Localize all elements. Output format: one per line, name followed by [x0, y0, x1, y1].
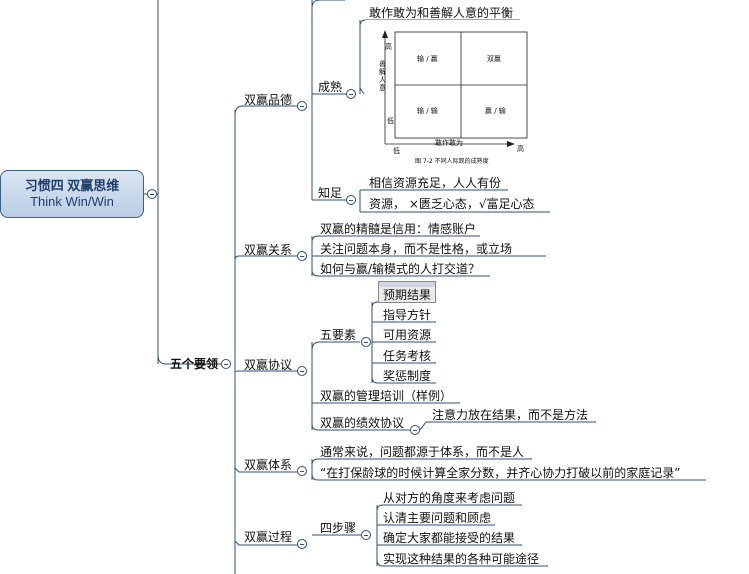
topic-deal-with-win-lose[interactable]: 如何与赢/输模式的人打交道？	[320, 262, 481, 276]
collapse-toggle-process[interactable]	[297, 539, 307, 549]
topic-maturity-balance[interactable]: 敢作敢为和善解人意的平衡	[369, 6, 514, 20]
step-other-perspective[interactable]: 从对方的角度来考虑问题	[383, 491, 516, 505]
step-possible-options[interactable]: 实现这种结果的各种可能途径	[383, 552, 540, 566]
quadrant-lose-win: 输 / 赢	[417, 55, 438, 63]
topic-problems-from-system[interactable]: 通常来说，问题都源于体系，而不是人	[320, 445, 525, 459]
element-consequences[interactable]: 奖惩制度	[383, 369, 432, 383]
topic-win-win-relationship[interactable]: 双赢关系	[244, 243, 293, 257]
topic-win-win-system[interactable]: 双赢体系	[244, 458, 293, 472]
topic-four-steps[interactable]: 四步骤	[320, 521, 357, 535]
step-identify-issues[interactable]: 认清主要问题和顾虑	[383, 511, 492, 525]
collapse-toggle-wisdom[interactable]	[346, 195, 356, 205]
element-desired-results[interactable]: 预期结果	[383, 288, 432, 302]
element-accountability[interactable]: 任务考核	[383, 349, 432, 363]
topic-five-elements[interactable]: 五要素	[320, 328, 357, 342]
quadrant-lose-lose: 输 / 输	[417, 107, 438, 115]
element-guidelines[interactable]: 指导方针	[383, 308, 432, 322]
topic-wisdom[interactable]: 知足	[318, 186, 343, 200]
topic-maturity[interactable]: 成熟	[318, 80, 343, 94]
topic-management-training[interactable]: 双赢的管理培训（样例）	[320, 389, 453, 403]
quadrant-grid	[382, 30, 528, 147]
collapse-toggle-agreement[interactable]	[297, 366, 307, 376]
step-acceptable-results[interactable]: 确定大家都能接受的结果	[383, 531, 516, 545]
root-title-en: Think Win/Win	[30, 194, 114, 209]
image-titlebar	[379, 282, 435, 287]
topic-abundance-mentality[interactable]: 资源， ×匮乏心态，√富足心态	[369, 197, 535, 211]
element-resources[interactable]: 可用资源	[383, 328, 432, 342]
figure-caption: 图 7-2 不同人际观的成熟度	[415, 158, 489, 165]
collapse-toggle-performance[interactable]	[410, 425, 420, 435]
collapse-toggle-character[interactable]	[297, 101, 307, 111]
root-topic[interactable]: 习惯四 双赢思维 Think Win/Win	[0, 170, 144, 218]
topic-focus-on-results[interactable]: 注意力放在结果，而不是方法	[432, 408, 589, 422]
root-title-cn: 习惯四 双赢思维	[24, 178, 120, 193]
topic-trust-account[interactable]: 双赢的精髓是信用：情感账户	[320, 222, 477, 236]
topic-bowling-example[interactable]: “在打保龄球的时候计算全家分数，并齐心协力打破以前的家庭记录”	[320, 466, 681, 480]
y-axis-label: 善解人意	[379, 60, 386, 92]
maturity-quadrant-figure: 输 / 赢 双赢 输 / 输 赢 / 输 善解人意 高 低 敢作敢为 低 高 图…	[365, 20, 535, 166]
topic-win-win-agreement[interactable]: 双赢协议	[244, 358, 293, 372]
collapse-toggle-five-elements[interactable]	[361, 337, 371, 347]
y-axis-high: 高	[385, 43, 392, 51]
quadrant-win-win: 双赢	[487, 55, 501, 63]
topic-win-win-process[interactable]: 双赢过程	[244, 530, 293, 544]
topic-focus-on-issue[interactable]: 关注问题本身，而不是性格，或立场	[320, 242, 513, 256]
collapse-toggle-system[interactable]	[297, 466, 307, 476]
topic-performance-agreement[interactable]: 双赢的绩效协议	[320, 416, 405, 430]
y-axis-low: 低	[387, 117, 394, 125]
attached-image-thumbnail[interactable]	[378, 281, 436, 303]
collapse-toggle-root[interactable]	[147, 189, 157, 199]
topic-win-win-character[interactable]: 双赢品德	[244, 93, 293, 107]
collapse-toggle-four-steps[interactable]	[361, 530, 371, 540]
x-axis-label: 敢作敢为	[435, 139, 463, 147]
x-axis-low: 低	[393, 147, 400, 155]
topic-five-essentials[interactable]: 五个要领	[170, 357, 219, 371]
quadrant-win-lose: 赢 / 输	[485, 107, 506, 115]
topic-abundance-belief[interactable]: 相信资源充足，人人有份	[369, 176, 502, 190]
x-axis-high: 高	[517, 145, 524, 153]
collapse-toggle-relationship[interactable]	[297, 251, 307, 261]
collapse-toggle-five-essentials[interactable]	[221, 359, 231, 369]
collapse-toggle-maturity[interactable]	[346, 89, 356, 99]
